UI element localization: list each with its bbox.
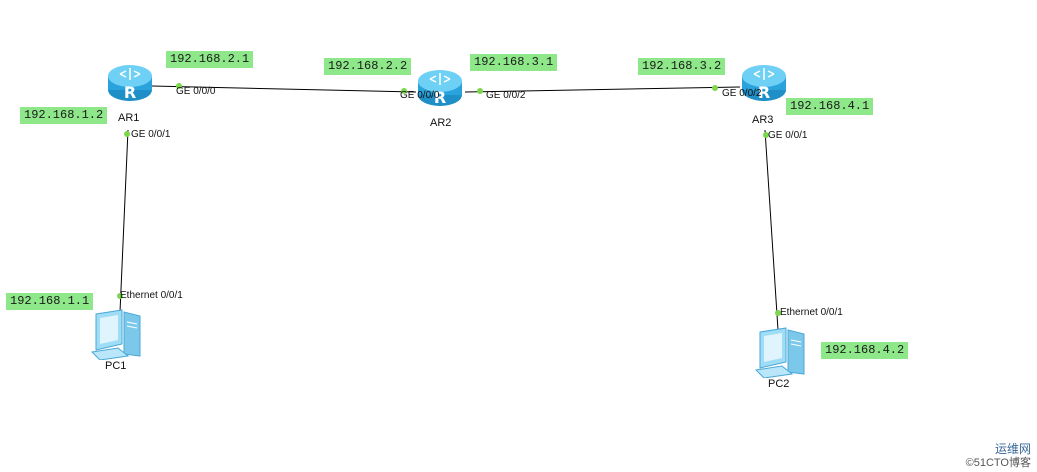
ip-label-ar1-ge000: 192.168.2.1 [166,51,254,68]
link-ar3-pc2 [764,129,779,331]
port-label-ar2-ge002: GE 0/0/2 [486,90,526,101]
port-dot-ar2-ge002 [477,88,483,94]
watermark-sub: ©51CTO博客 [965,457,1031,469]
port-dot-ar1-ge000 [176,83,182,89]
port-label-pc2-eth: Ethernet 0/0/1 [780,307,843,318]
port-dot-pc2-eth [775,310,781,316]
port-dot-ar2-ge000 [401,88,407,94]
device-label-ar2: AR2 [430,117,452,129]
port-dot-ar1-ge001 [124,131,130,137]
port-label-ar1-ge001: GE 0/0/1 [131,129,171,140]
port-label-pc1-eth: Ethernet 0/0/1 [120,290,183,301]
ip-label-ar3-ge001: 192.168.4.1 [786,98,874,115]
ip-label-ar2-ge000: 192.168.2.2 [324,58,412,75]
svg-text:R: R [124,83,136,102]
device-label-pc1: PC1 [105,360,127,372]
watermark: 运维网 ©51CTO博客 [966,442,1031,470]
svg-text:R: R [758,83,770,102]
port-dot-pc1-eth [117,293,123,299]
port-label-ar3-ge002: GE 0/0/2 [722,88,762,99]
ip-label-ar1-ge001: 192.168.1.2 [20,107,108,124]
device-label-pc2: PC2 [768,378,790,390]
router-icon[interactable]: R [106,60,154,104]
device-label-ar1: AR1 [118,112,140,124]
pc-icon[interactable] [88,308,144,360]
ip-label-ar2-ge002: 192.168.3.1 [470,54,558,71]
ip-label-ar3-ge002: 192.168.3.2 [638,58,726,75]
port-dot-ar3-ge002 [712,85,718,91]
router-icon[interactable]: R [416,65,464,109]
device-label-ar3: AR3 [752,114,774,126]
port-dot-ar3-ge001 [763,132,769,138]
router-icon[interactable]: R [740,60,788,104]
watermark-main: 运维网 [994,442,1031,456]
svg-text:R: R [434,88,446,107]
link-ar1-pc1 [119,129,129,313]
port-label-ar2-ge000: GE 0/0/0 [400,90,440,101]
port-label-ar1-ge000: GE 0/0/0 [176,86,216,97]
link-ar2-ar3 [464,86,741,93]
pc-icon[interactable] [752,326,808,378]
port-label-ar3-ge001: GE 0/0/1 [768,130,808,141]
link-ar1-ar2 [151,85,417,93]
ip-label-pc2: 192.168.4.2 [821,342,909,359]
ip-label-pc1: 192.168.1.1 [6,293,94,310]
